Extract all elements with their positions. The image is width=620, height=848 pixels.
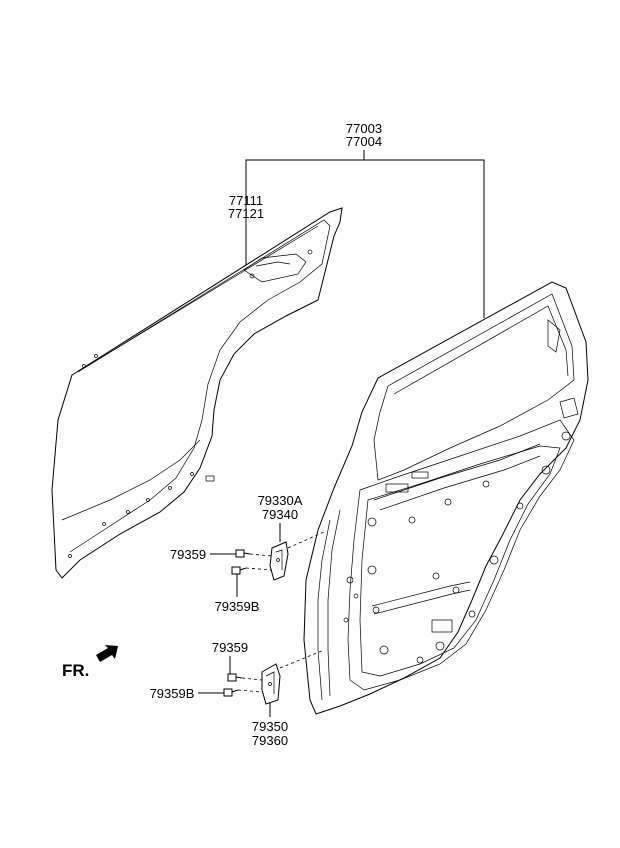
lower-hinge [261, 663, 281, 705]
label-77003: 77003 [346, 121, 382, 136]
lower-bolt-b [223, 688, 239, 697]
upper-bolt-guide [249, 553, 273, 557]
label-79330a: 79330A [258, 493, 303, 508]
door-assembly-frame [303, 281, 589, 715]
direction-arrow-icon [96, 645, 118, 662]
upper-bolt-b-guide [245, 567, 273, 571]
label-79359b-lower: 79359B [150, 686, 195, 701]
upper-hinge [269, 541, 289, 581]
upper-bolt [235, 549, 251, 558]
lower-bolt [227, 673, 243, 682]
label-79359-lower: 79359 [212, 640, 248, 655]
lower-bolt-b-guide [237, 689, 263, 693]
outer-door-panel [51, 207, 343, 579]
lower-hinge-guide [279, 649, 325, 669]
direction-label-fr: FR. [62, 661, 89, 680]
label-79350: 79350 [252, 719, 288, 734]
upper-bolt-b [231, 566, 247, 575]
label-79360: 79360 [252, 733, 288, 748]
label-77004: 77004 [346, 134, 382, 149]
label-79359b-upper: 79359B [215, 599, 260, 614]
lower-bolt-guide [241, 677, 263, 681]
label-79359-upper: 79359 [170, 547, 206, 562]
label-79340: 79340 [262, 507, 298, 522]
upper-hinge-guide [287, 531, 325, 549]
